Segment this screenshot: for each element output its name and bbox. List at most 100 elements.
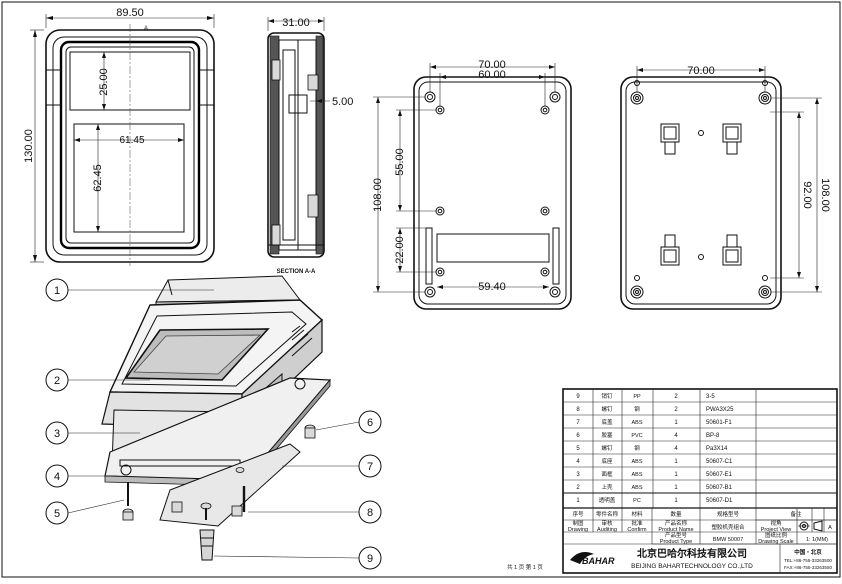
- svg-text:8: 8: [576, 407, 580, 413]
- bom-row-2: 2 上壳 ABS 1 50607-B1: [576, 483, 732, 491]
- base-view-right: 70.00 108.00 92.00: [620, 65, 831, 310]
- drawing-scale-label: Drawing Scale: [758, 539, 793, 545]
- svg-text:1: 1: [674, 472, 678, 478]
- base1-outer-hole-dim: 70.00: [478, 59, 506, 71]
- bom-row-5: 5 螺钉 钢 4 Pa3X14: [576, 444, 728, 452]
- callout-1: 1: [45, 278, 214, 302]
- company-name-en: BEIJING BAHARTECHNOLOGY CO.,LTD: [631, 563, 753, 570]
- callout-8: 8: [248, 500, 382, 524]
- bom-row-9: 9 销钉 PP 2 3-5: [576, 392, 715, 400]
- part-screws: [122, 424, 316, 521]
- svg-text:4: 4: [674, 446, 678, 452]
- svg-text:9: 9: [367, 553, 373, 565]
- svg-text:6: 6: [367, 417, 373, 429]
- svg-text:底座: 底座: [601, 457, 613, 465]
- section-wall-dim: 5.00: [332, 96, 353, 108]
- bom-header-no: 序号: [572, 510, 584, 518]
- base2-inner-height-dim: 92.00: [801, 181, 813, 209]
- bom-row-4: 4 底座 ABS 1 50607-C1: [576, 457, 733, 465]
- sheet-info: 共 1 页 第 1 页: [507, 563, 543, 571]
- svg-text:面框: 面框: [601, 470, 613, 478]
- svg-text:50607-D1: 50607-D1: [706, 498, 733, 504]
- svg-text:2: 2: [54, 375, 60, 387]
- svg-text:9: 9: [576, 394, 580, 400]
- auditing-label: Auditing: [597, 527, 617, 533]
- callout-7: 7: [282, 454, 382, 478]
- project-view-cn: 视角: [770, 519, 781, 527]
- confirm-cn: 批准: [631, 519, 643, 527]
- company-name-cn: 北京巴哈尔科技有限公司: [637, 547, 747, 560]
- svg-text:1: 1: [674, 420, 678, 426]
- svg-text:PVC: PVC: [631, 433, 642, 439]
- part-pin: [199, 529, 215, 561]
- svg-text:7: 7: [367, 461, 373, 473]
- base1-slot-width-dim: 59.40: [478, 281, 506, 293]
- contact-tel: TEL:+86-755-33263500: [784, 558, 832, 563]
- base2-hole-dim: 70.00: [687, 65, 715, 77]
- svg-text:8: 8: [367, 507, 373, 519]
- lower-window-width-dim: 61.45: [119, 135, 144, 146]
- product-type-value: BMW 50007: [713, 537, 743, 543]
- svg-text:ABS: ABS: [631, 459, 642, 465]
- product-name-value: 塑胶机壳组合: [711, 523, 745, 531]
- base-view-left: 70.00 60.00 108.00 55.00 22.00 59.40: [372, 59, 572, 310]
- svg-text:BAHAR: BAHAR: [582, 556, 615, 566]
- base2-height-dim: 108.00: [819, 178, 831, 212]
- company-logo: BAHAR: [570, 552, 615, 566]
- svg-text:2: 2: [576, 485, 580, 491]
- svg-text:透明盖: 透明盖: [599, 496, 616, 504]
- svg-text:50601-F1: 50601-F1: [706, 420, 732, 426]
- svg-text:3-5: 3-5: [706, 394, 715, 400]
- callout-3: 3: [45, 421, 140, 445]
- lower-window-height-dim: 62.45: [92, 164, 104, 192]
- top-view: 89.50 A 130.00 25.00 61.45 62.45: [23, 7, 215, 266]
- product-name-cn: 产品名称: [665, 519, 688, 527]
- drawing-label: Drawing: [568, 527, 588, 533]
- bom-row-3: 3 面框 ABS 1 50607-E1: [576, 470, 732, 478]
- bom-header-qty: 数量: [670, 510, 682, 518]
- svg-text:1: 1: [674, 485, 678, 491]
- svg-text:ABS: ABS: [631, 420, 642, 426]
- contact-fax: FAX:+86-755-33263550: [784, 565, 832, 570]
- svg-text:50607-C1: 50607-C1: [706, 459, 733, 465]
- svg-text:1: 1: [674, 498, 678, 504]
- base1-inner-hole-dim: 60.00: [478, 69, 506, 81]
- bom-header-mat: 材料: [631, 510, 643, 518]
- svg-text:5: 5: [576, 446, 580, 452]
- svg-text:BP-8: BP-8: [706, 433, 720, 439]
- callout-9: 9: [213, 546, 382, 570]
- top-width-dim: 89.50: [116, 7, 144, 19]
- bom-row-6: 6 胶塞 PVC 4 BP-8: [576, 431, 720, 439]
- svg-text:50607-E1: 50607-E1: [706, 472, 733, 478]
- callout-6: 6: [315, 410, 382, 434]
- svg-text:2: 2: [674, 407, 678, 413]
- callout-5: 5: [45, 499, 125, 525]
- svg-text:胶塞: 胶塞: [601, 431, 613, 439]
- top-height-dim: 130.00: [23, 129, 35, 163]
- svg-text:2: 2: [674, 394, 678, 400]
- bom-header-remark: 备注: [790, 510, 802, 518]
- confirm-label: Confirm: [627, 527, 647, 533]
- project-view-label: Project View: [761, 527, 791, 533]
- bom-row-7: 7 底盖 ABS 1 50601-F1: [576, 418, 732, 426]
- svg-text:5: 5: [54, 508, 60, 520]
- base1-lower-spacing-dim: 22.00: [394, 236, 406, 264]
- base1-upper-spacing-dim: 55.00: [394, 148, 406, 176]
- svg-text:PP: PP: [633, 394, 641, 400]
- svg-text:钢: 钢: [634, 405, 640, 413]
- bom-row-1: 1 透明盖 PC 1 50607-D1: [576, 496, 733, 504]
- exploded-view: 1 2 3 4 5 6 7: [45, 275, 382, 570]
- svg-text:4: 4: [576, 459, 580, 465]
- bom-header-name: 零件名称: [596, 510, 619, 518]
- svg-text:1: 1: [674, 459, 678, 465]
- svg-text:ABS: ABS: [631, 485, 642, 491]
- product-name-label: Product Name: [658, 527, 693, 533]
- base1-height-dim: 108.00: [372, 178, 384, 212]
- svg-text:上壳: 上壳: [601, 483, 613, 491]
- contact-title: 中国・北京: [794, 548, 822, 556]
- projection-symbol-icon: [798, 520, 823, 532]
- bom-header-spec: 规格型号: [717, 510, 740, 518]
- revision-letter: A: [828, 525, 832, 531]
